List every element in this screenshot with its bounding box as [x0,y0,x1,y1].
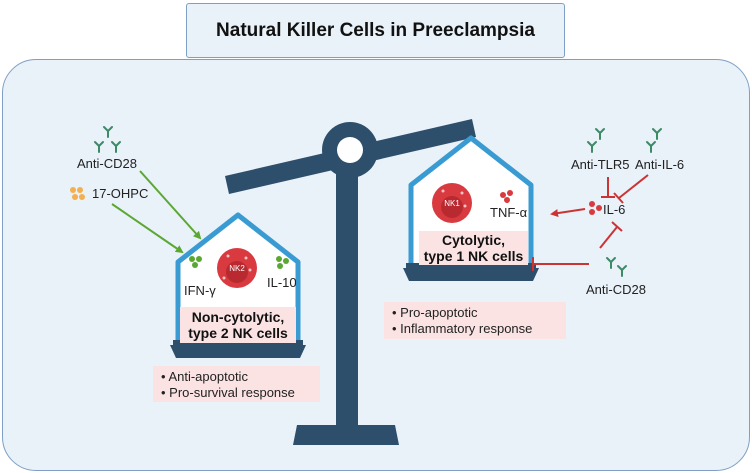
scale-base [293,425,399,445]
type1-line2: type 1 NK cells [423,248,524,264]
inhibition-lines [532,174,649,271]
effect-anti-apoptotic: Anti-apoptotic [161,369,312,385]
ohpc-label: 17-OHPC [92,186,149,201]
antibody-icon-left-cd28 [94,126,121,153]
type2-effects: Anti-apoptotic Pro-survival response [153,366,320,402]
anti-cd28-right-label: Anti-CD28 [586,282,646,297]
il6-icon [589,201,602,215]
tnf-alpha-label: TNF-α [490,205,528,220]
type1-nk-label: Cytolytic, type 1 NK cells [419,231,528,265]
antibody-icon-tlr5 [587,128,605,153]
type2-nk-label: Non-cytolytic, type 2 NK cells [180,307,296,343]
tnf-alpha-icon [500,190,513,203]
anti-cd28-left-label: Anti-CD28 [77,156,137,171]
type2-line2: type 2 NK cells [188,325,288,341]
activation-arrow-il6-tnf [550,208,586,218]
antibody-icon-il6 [646,128,662,153]
antibody-icon-right-cd28 [606,257,627,277]
page-title: Natural Killer Cells in Preeclampsia [216,19,535,41]
activation-arrow-cd28 [139,170,202,240]
il6-label: IL-6 [603,202,626,217]
nk2-text: NK2 [229,264,245,273]
type2-line1: Non-cytolytic, [191,309,285,325]
nk1-text: NK1 [444,199,460,208]
diagram-panel [2,59,750,471]
type1-effects: Pro-apoptotic Inflammatory response [384,302,566,339]
anti-il6-label: Anti-IL-6 [635,157,685,172]
ifn-gamma-label: IFN-γ [184,283,216,298]
type1-line1: Cytolytic, [441,232,505,248]
scale-pillar [336,160,358,428]
il10-label: IL-10 [267,275,297,290]
ohpc-icon [70,187,85,200]
ifn-gamma-icon [189,256,202,268]
anti-tlr5-label: Anti-TLR5 [571,157,630,172]
title-box: Natural Killer Cells in Preeclampsia [186,3,565,58]
balance-scale [225,119,476,445]
effect-pro-apoptotic: Pro-apoptotic [392,305,558,321]
il10-icon [276,256,289,269]
activation-arrow-ohpc [111,203,184,254]
effect-inflammatory: Inflammatory response [392,321,558,337]
effect-pro-survival: Pro-survival response [161,385,312,401]
